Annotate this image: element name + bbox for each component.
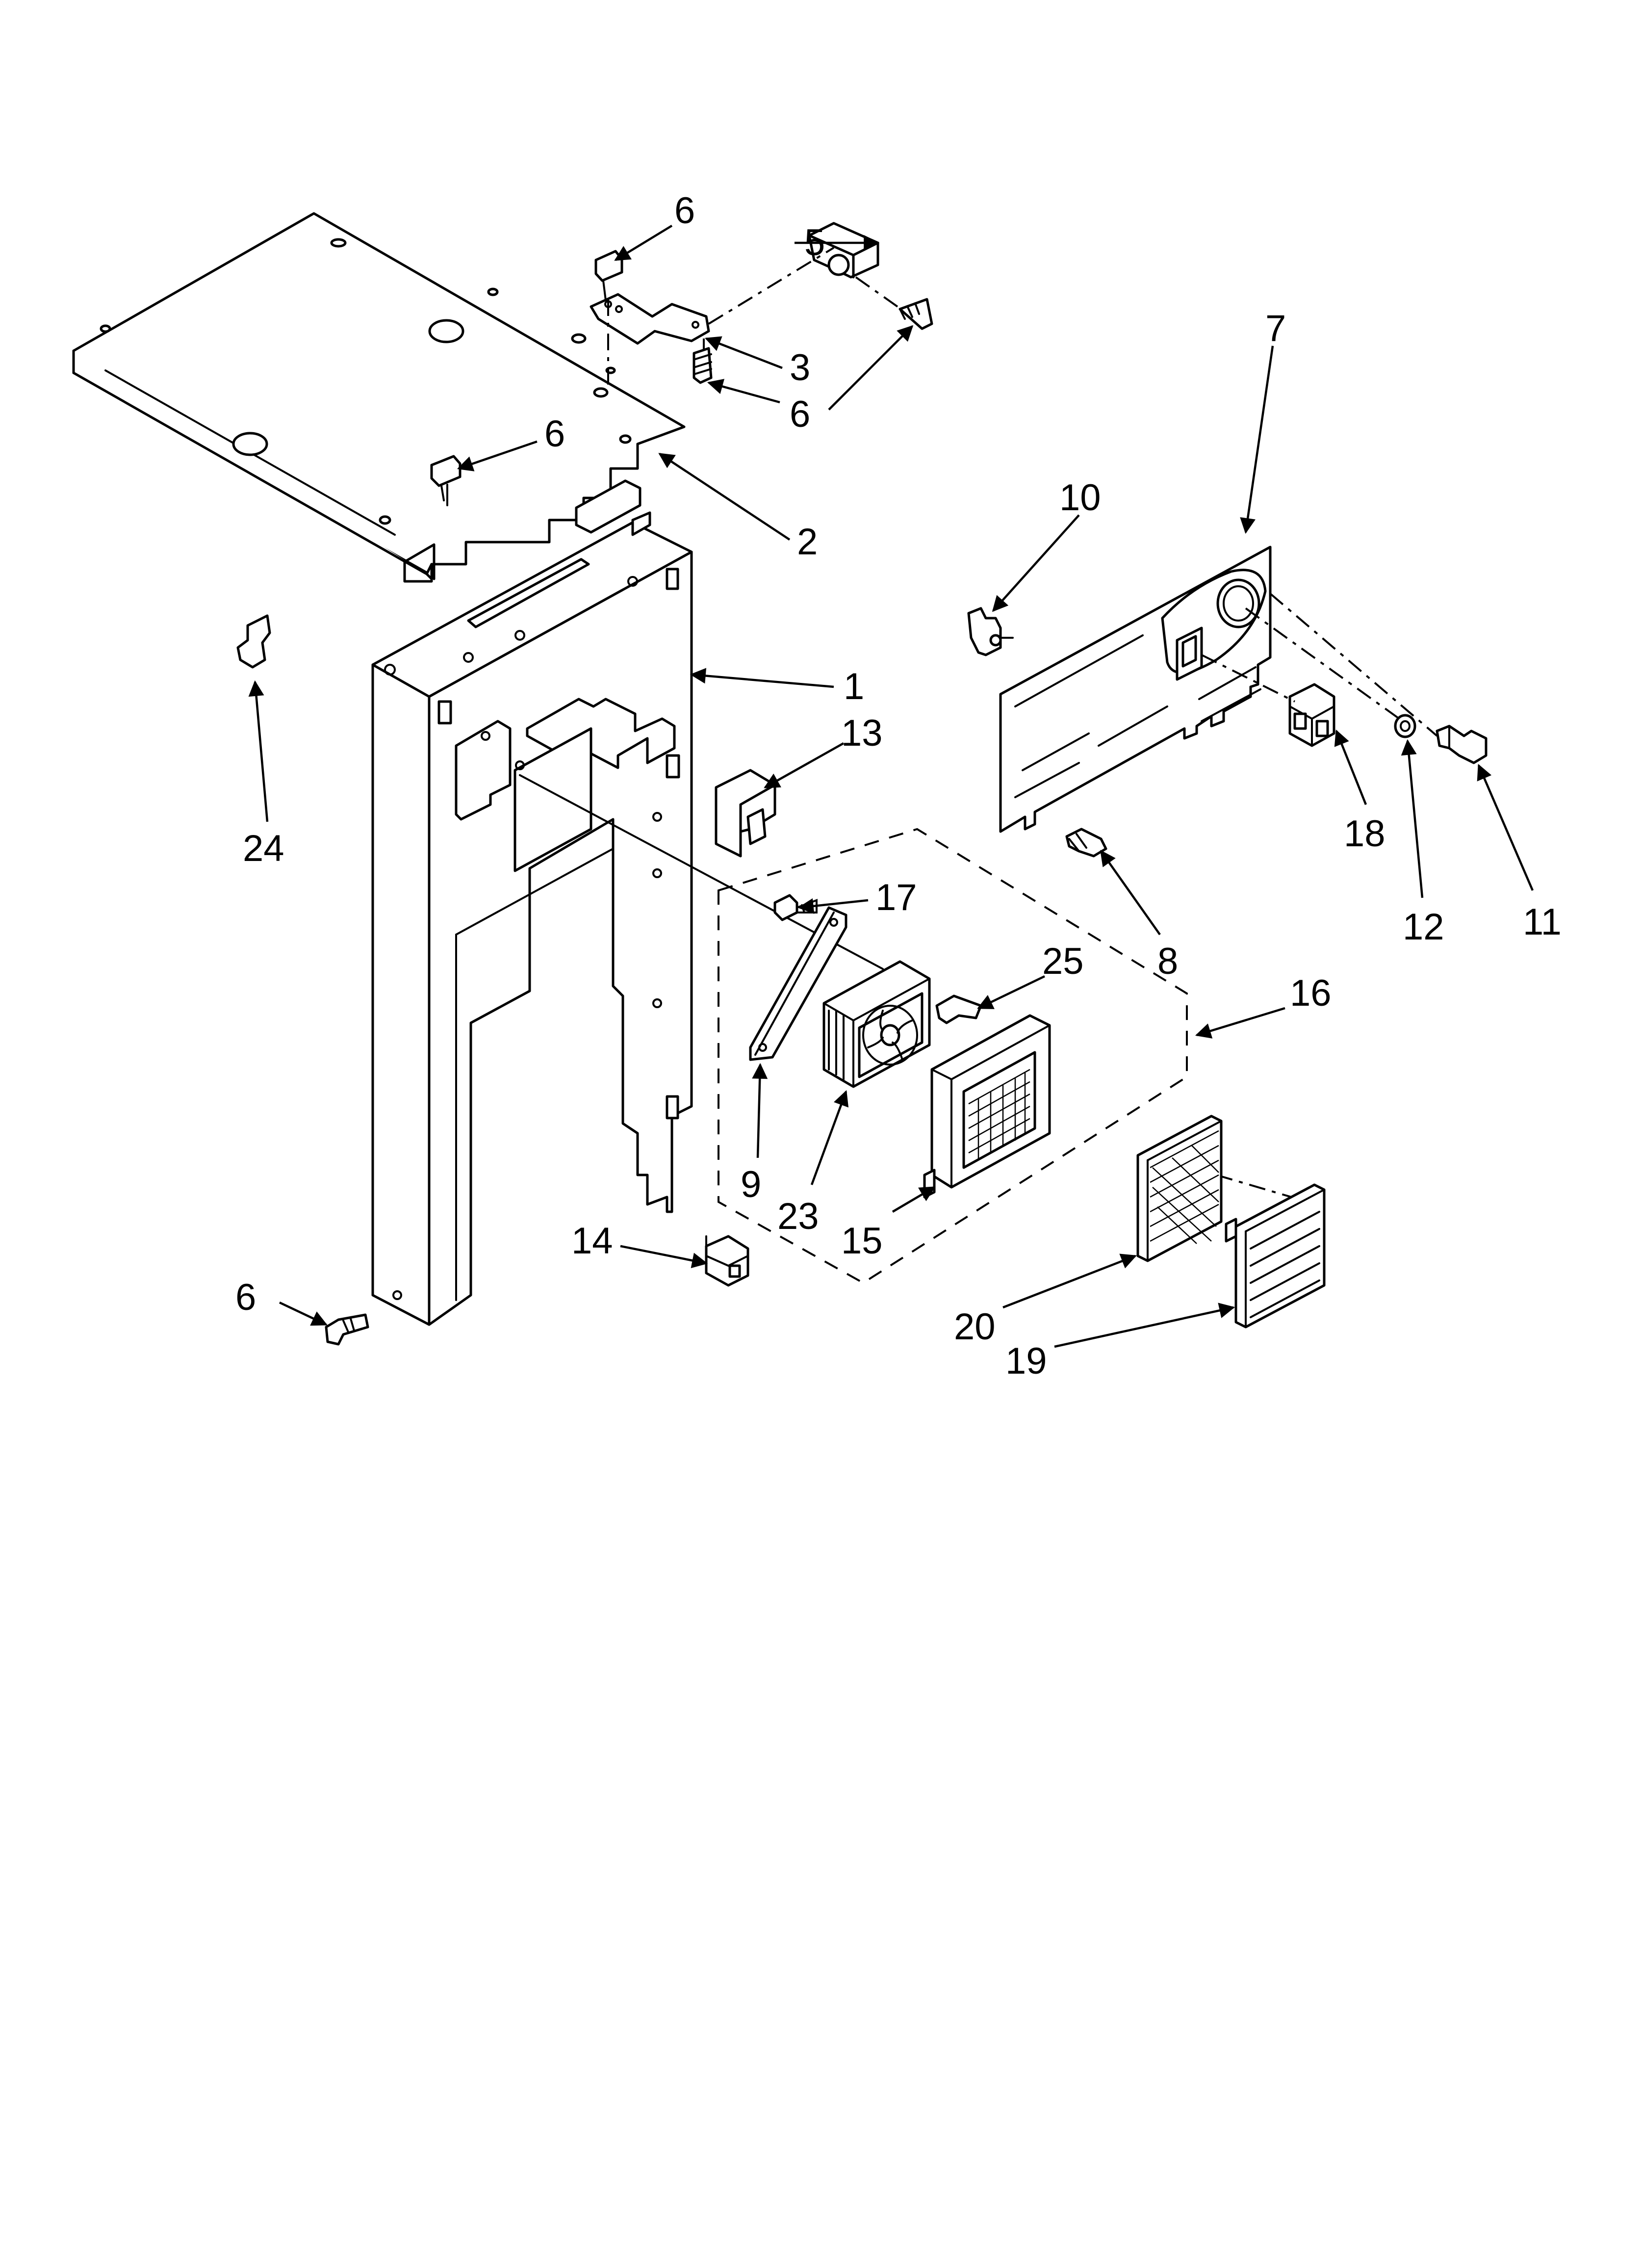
fan-clip xyxy=(935,994,982,1024)
callout-6-top: 6 xyxy=(674,190,695,232)
bracket xyxy=(590,293,710,345)
callout-6-plate: 6 xyxy=(544,413,565,455)
callout-15: 15 xyxy=(841,1220,883,1262)
callout-10: 10 xyxy=(1059,477,1101,519)
callout-1: 1 xyxy=(844,666,864,707)
callout-2: 2 xyxy=(797,521,818,563)
callout-19: 19 xyxy=(1005,1340,1047,1382)
fan-screw xyxy=(773,894,818,921)
fan-bracket xyxy=(749,906,847,1061)
callout-labels: 6 5 3 6 6 2 1 13 24 7 10 18 12 11 8 17 2… xyxy=(235,190,1562,1382)
rocker-switch xyxy=(715,769,776,858)
screw-bottom xyxy=(325,1313,369,1346)
control-panel xyxy=(999,546,1272,833)
callout-6-bottom: 6 xyxy=(235,1277,256,1318)
screw-plate xyxy=(430,455,462,506)
callout-11: 11 xyxy=(1523,901,1562,943)
relay xyxy=(1288,683,1335,747)
callout-20: 20 xyxy=(954,1306,996,1348)
leader-arrows xyxy=(248,225,1534,1348)
washer xyxy=(1394,714,1416,738)
callout-25: 25 xyxy=(1042,940,1084,982)
knob xyxy=(1436,725,1488,764)
fan-unit xyxy=(822,960,931,1088)
clip xyxy=(236,614,271,669)
callout-8: 8 xyxy=(1157,940,1178,982)
small-switch xyxy=(705,1235,749,1287)
grille xyxy=(1225,1183,1326,1329)
screw-mid xyxy=(693,347,713,384)
callout-13: 13 xyxy=(841,712,883,754)
callout-23: 23 xyxy=(777,1196,819,1237)
callout-12: 12 xyxy=(1403,906,1444,948)
callout-6-mid: 6 xyxy=(790,393,810,435)
fan-guard xyxy=(923,1014,1051,1199)
thermostat-sensor xyxy=(967,607,1014,656)
screw-right xyxy=(898,298,933,330)
callout-5: 5 xyxy=(804,222,825,263)
main-frame xyxy=(371,479,693,1326)
panel-screw xyxy=(1065,828,1107,858)
fan-assembly-outline xyxy=(718,828,1188,1284)
callout-7: 7 xyxy=(1265,308,1286,349)
callout-14: 14 xyxy=(571,1220,613,1262)
top-plate xyxy=(72,212,686,583)
air-filter xyxy=(1136,1115,1223,1262)
callout-16: 16 xyxy=(1290,972,1332,1014)
callout-3: 3 xyxy=(790,347,810,389)
callout-18: 18 xyxy=(1344,813,1385,855)
callout-24: 24 xyxy=(243,828,284,869)
callout-17: 17 xyxy=(875,877,917,918)
callout-9: 9 xyxy=(741,1164,761,1205)
